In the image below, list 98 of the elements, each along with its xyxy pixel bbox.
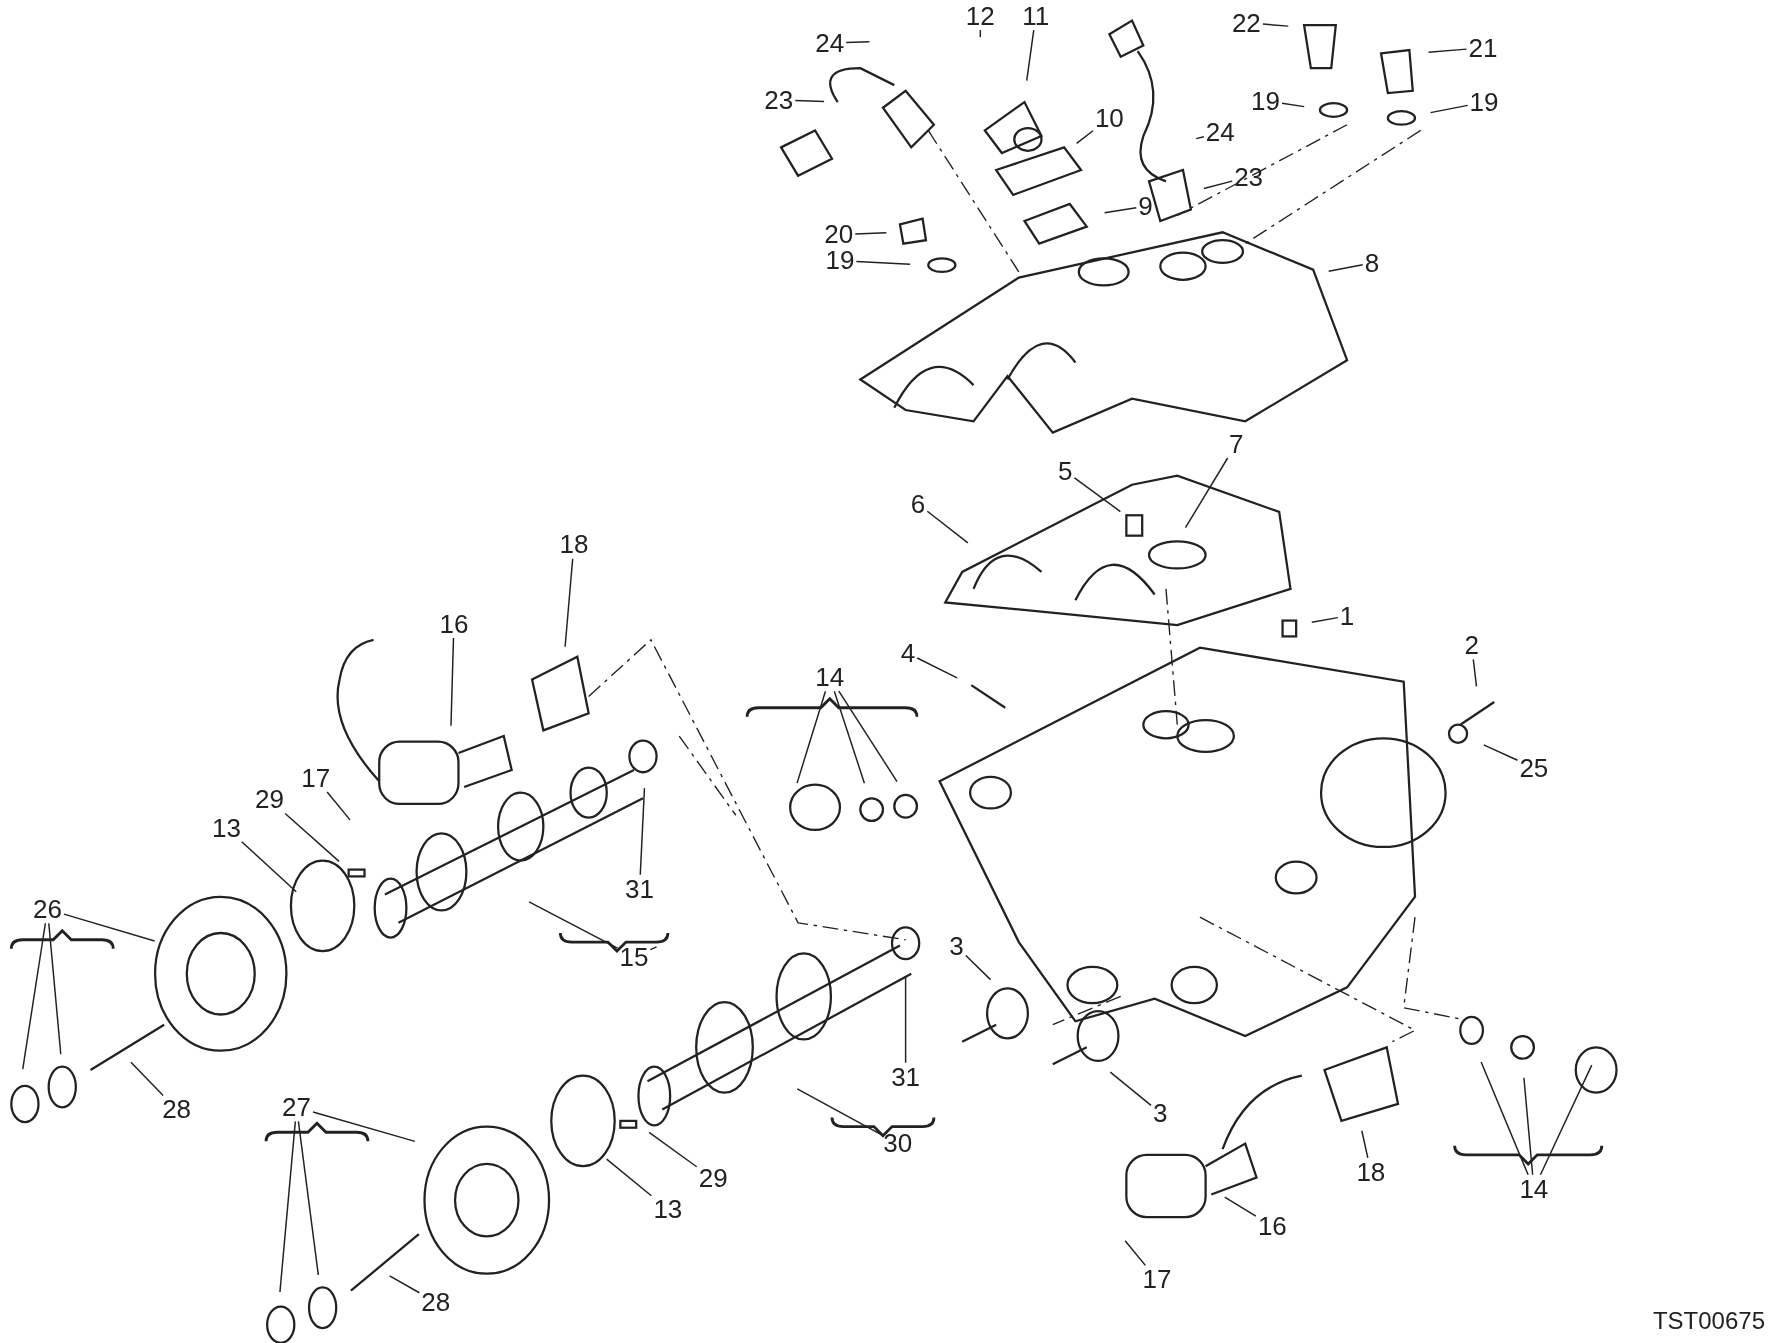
callout-number: 3	[947, 932, 966, 961]
callout-number: 23	[1232, 162, 1266, 191]
callout-number: 29	[696, 1164, 730, 1193]
callout-number: 11	[1020, 1, 1052, 30]
leader-line	[1523, 1077, 1534, 1176]
leader-line	[796, 690, 827, 784]
leader-line	[1109, 1071, 1152, 1107]
leader-line	[639, 787, 646, 876]
leader-line	[450, 637, 455, 727]
callout-number: 31	[623, 874, 657, 903]
leader-line	[1361, 1130, 1369, 1159]
leader-line	[1427, 48, 1468, 53]
leader-line	[1026, 29, 1035, 82]
callout-number: 31	[889, 1062, 923, 1091]
callout-number: 17	[1140, 1265, 1174, 1294]
callout-number: 19	[1467, 87, 1501, 116]
leader-line	[1073, 477, 1122, 513]
leader-line	[965, 954, 992, 981]
callout-number: 9	[1136, 192, 1155, 220]
callout-number: 25	[1517, 753, 1551, 782]
callout-number: 21	[1466, 33, 1500, 62]
callout-number: 12	[963, 1, 997, 30]
callout-number: 20	[822, 220, 856, 249]
leader-line	[130, 1061, 164, 1097]
callout-number: 27	[280, 1093, 314, 1122]
leader-line	[855, 260, 911, 266]
callout-number: 18	[557, 530, 591, 559]
leader-line	[1327, 263, 1364, 272]
leader-line	[1124, 1239, 1147, 1267]
leader-line	[1480, 1061, 1529, 1176]
leader-line	[1429, 104, 1469, 114]
callout-number: 28	[160, 1095, 194, 1124]
leader-line	[794, 99, 825, 103]
leader-line	[916, 657, 958, 679]
leader-line	[240, 841, 297, 893]
callout-number: 13	[209, 813, 243, 842]
leader-line	[1262, 23, 1289, 27]
callout-number: 16	[1255, 1211, 1289, 1240]
leader-line	[605, 1158, 653, 1197]
leader-line	[1224, 1196, 1257, 1217]
callout-number: 16	[437, 609, 471, 638]
callout-number: 29	[252, 785, 286, 814]
leader-line	[1472, 658, 1478, 688]
leader-line	[845, 40, 871, 44]
leader-line	[312, 1111, 416, 1143]
callout-number: 13	[651, 1195, 685, 1223]
callout-number: 2	[1462, 631, 1481, 660]
leader-line	[48, 922, 62, 1055]
callout-number: 17	[299, 763, 333, 792]
callout-number: 30	[881, 1129, 915, 1158]
callout-number: 23	[762, 85, 796, 114]
callout-number: 24	[813, 29, 847, 57]
callout-number: 14	[1517, 1174, 1551, 1203]
callout-number: 22	[1229, 8, 1263, 37]
callout-number: 26	[31, 895, 64, 923]
leader-line	[22, 922, 47, 1070]
leader-line	[1281, 102, 1305, 108]
leader-line	[1203, 180, 1233, 190]
leader-line	[564, 558, 574, 648]
leader-line	[1075, 130, 1094, 145]
leader-line	[926, 510, 969, 544]
callout-number: 1	[1337, 601, 1357, 630]
leader-line	[649, 946, 658, 951]
leader-line	[1103, 206, 1138, 214]
leader-line	[648, 1131, 698, 1168]
leader-line	[796, 1088, 882, 1136]
leader-line	[528, 901, 619, 949]
leader-line	[904, 975, 907, 1064]
leader-line	[326, 791, 351, 821]
drawing-code: TST00675	[1652, 1307, 1765, 1335]
leader-line	[833, 690, 866, 784]
leader-line	[297, 1120, 320, 1276]
callout-number: 8	[1362, 248, 1382, 277]
leader-line	[1311, 616, 1339, 623]
leader-line	[1195, 136, 1205, 140]
callout-number: 19	[1249, 86, 1283, 115]
callout-number: 18	[1354, 1157, 1388, 1186]
callout-number: 7	[1226, 429, 1246, 458]
leader-line	[279, 1120, 297, 1293]
leader-line	[284, 812, 340, 863]
callout-number: 4	[898, 639, 918, 668]
leader-line	[1539, 1064, 1593, 1176]
callout-number: 24	[1203, 118, 1237, 147]
callout-number: 14	[813, 662, 847, 691]
callout-number: 6	[908, 489, 928, 518]
leader-line	[1184, 457, 1229, 529]
callout-number: 10	[1092, 103, 1126, 132]
leader-line	[63, 913, 156, 942]
callout-number: 28	[419, 1287, 453, 1316]
callout-number: 15	[617, 942, 651, 971]
leader-line	[1483, 744, 1519, 761]
leader-line	[854, 232, 888, 235]
leader-line	[979, 29, 982, 38]
callout-number: 3	[1151, 1098, 1170, 1127]
callout-number: 5	[1056, 456, 1075, 485]
callout-number: 19	[823, 246, 857, 275]
leader-line	[388, 1275, 421, 1294]
leader-line	[838, 690, 898, 783]
